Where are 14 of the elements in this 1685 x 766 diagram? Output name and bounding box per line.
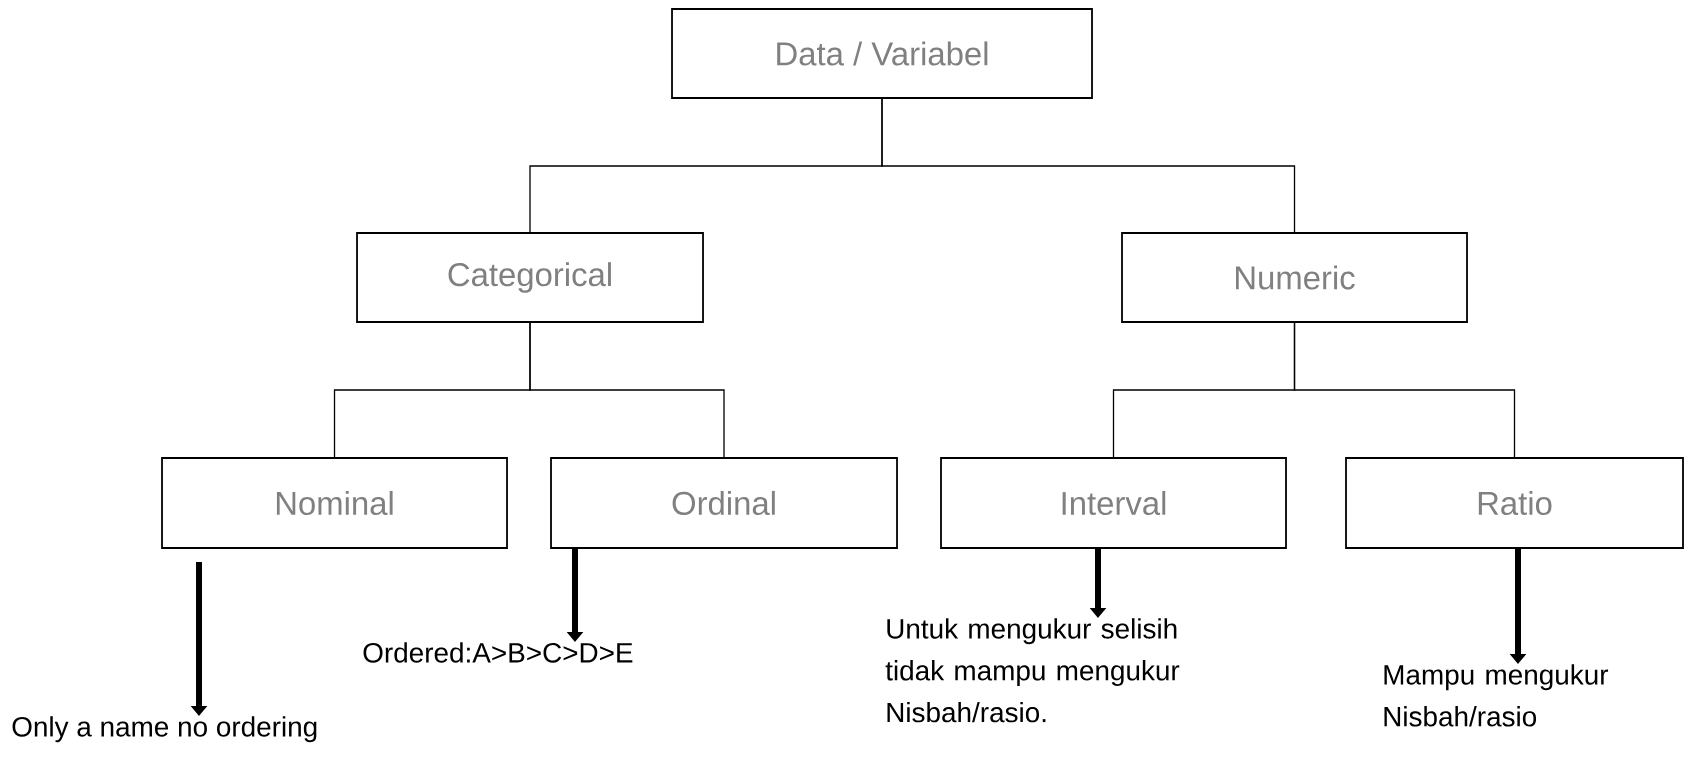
category-box: Ordinal <box>550 457 898 549</box>
category-box: Data / Variabel <box>671 8 1093 99</box>
description-text: Untuk mengukur selisih tidak mampu mengukur Nisbah/rasio. <box>885 618 1180 723</box>
category-box: Categorical <box>356 232 704 323</box>
connector-line <box>529 322 725 458</box>
category-box: Interval <box>940 457 1287 549</box>
connector-line <box>881 98 1296 233</box>
category-box: Nominal <box>161 457 508 549</box>
description-text: Ordered:A>B>C>D>E <box>363 642 633 663</box>
category-box: Ratio <box>1345 457 1684 549</box>
connector-line <box>1293 322 1516 458</box>
description-text: Only a name no ordering <box>12 716 317 743</box>
description-text: Mampu mengukur Nisbah/rasio <box>1384 664 1609 727</box>
category-box: Numeric <box>1121 232 1468 323</box>
